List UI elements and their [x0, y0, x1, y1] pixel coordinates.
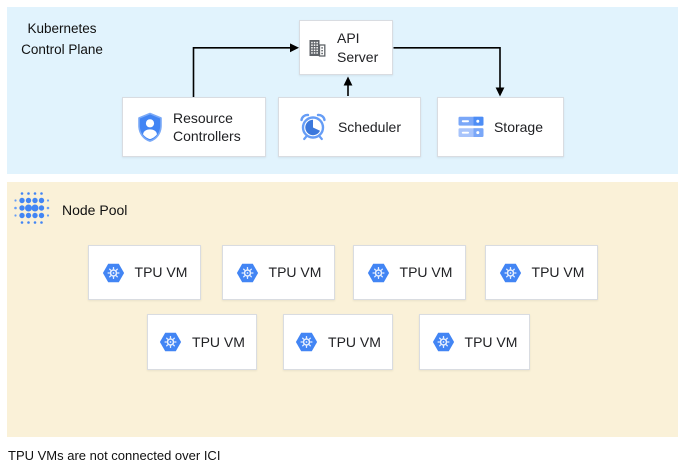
- tpu-vm-node: TPU VM: [283, 314, 393, 370]
- alarm-clock-icon: [298, 112, 328, 142]
- tpu-vm-label: TPU VM: [134, 264, 188, 281]
- hexagon-gear-icon: [499, 263, 522, 283]
- hexagon-gear-icon: [295, 332, 318, 352]
- tpu-vm-label: TPU VM: [399, 264, 453, 281]
- scheduler-node: Scheduler: [278, 97, 421, 157]
- tpu-vm-node: TPU VM: [147, 314, 257, 370]
- tpu-vm-node: TPU VM: [419, 314, 530, 370]
- resource-controllers-node: Resource Controllers: [122, 97, 266, 157]
- tpu-vm-node: TPU VM: [222, 245, 335, 300]
- control-plane-title: Kubernetes Control Plane: [21, 21, 103, 57]
- node-pool-panel: [7, 182, 678, 437]
- scheduler-label: Scheduler: [337, 118, 402, 135]
- storage-label: Storage: [493, 118, 544, 135]
- hexagon-gear-icon: [367, 263, 390, 283]
- storage-node: Storage: [437, 97, 564, 157]
- storage-disks-icon: [458, 116, 484, 138]
- diagram-caption: TPU VMs are not connected over ICI: [8, 448, 221, 463]
- dots-cluster-icon: [13, 190, 51, 226]
- hexagon-gear-icon: [236, 263, 259, 283]
- building-icon: [307, 38, 327, 58]
- tpu-vm-node: TPU VM: [353, 245, 466, 300]
- tpu-vm-label: TPU VM: [531, 264, 585, 281]
- node-pool-label: Node Pool: [62, 202, 128, 218]
- shield-user-icon: [137, 112, 163, 142]
- tpu-vm-label: TPU VM: [464, 333, 518, 350]
- resource-controllers-label: Resource Controllers: [173, 109, 241, 144]
- tpu-vm-label: TPU VM: [328, 333, 381, 350]
- tpu-vm-label: TPU VM: [268, 264, 322, 281]
- api-server-node: API Server: [299, 20, 393, 75]
- hexagon-gear-icon: [432, 332, 455, 352]
- tpu-vm-node: TPU VM: [485, 245, 598, 300]
- hexagon-gear-icon: [102, 263, 125, 283]
- tpu-vm-label: TPU VM: [192, 333, 245, 350]
- tpu-vm-node: TPU VM: [88, 245, 201, 300]
- hexagon-gear-icon: [159, 332, 182, 352]
- api-server-label: API Server: [337, 30, 379, 65]
